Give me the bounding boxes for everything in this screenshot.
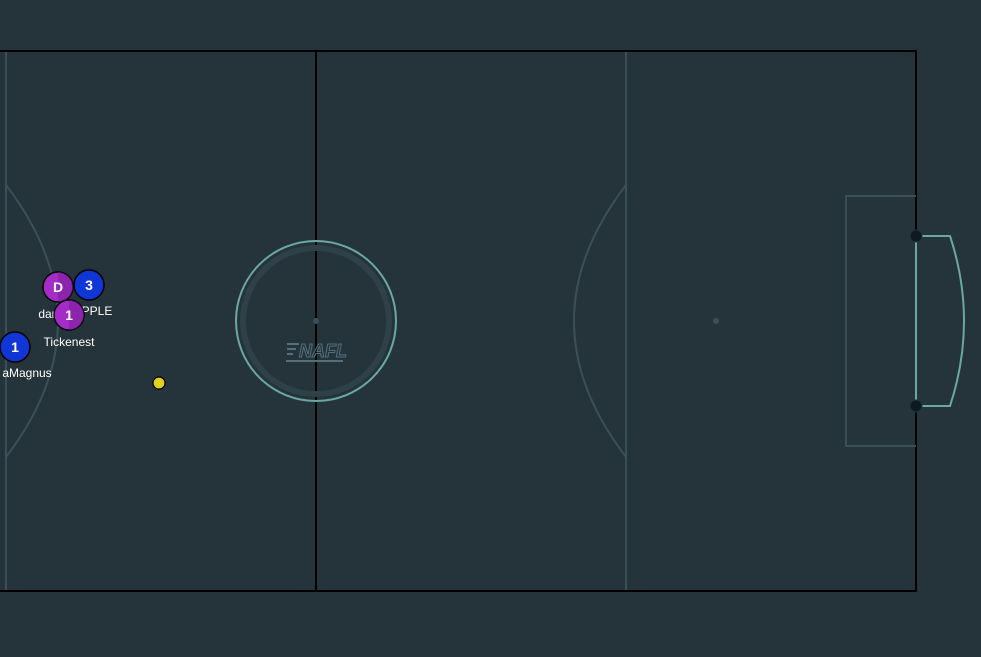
right-arc	[573, 184, 627, 458]
right-spot	[713, 318, 719, 324]
goal-post-bottom	[909, 399, 923, 413]
player-token-p-apple[interactable]: 3	[73, 269, 105, 301]
league-logo: NAFL	[286, 341, 348, 362]
player-token-p-tickenest[interactable]: 1	[53, 299, 85, 331]
player-token-p-d[interactable]: D	[42, 271, 74, 303]
center-circle-inner	[240, 245, 392, 397]
center-spot	[313, 318, 319, 324]
player-number-p-apple: 3	[85, 277, 93, 293]
goal-net	[916, 235, 965, 407]
logo-text: NAFL	[299, 341, 347, 361]
goal-post-top	[909, 229, 923, 243]
player-token-p-magnus[interactable]: 1	[0, 331, 31, 363]
penalty-box	[845, 195, 916, 447]
player-label-p-tickenest: Tickenest	[44, 335, 96, 349]
player-number-p-tickenest: 1	[65, 307, 73, 323]
player-label-p-d: dar	[38, 307, 55, 321]
player-label-p-magnus: aMagnus	[2, 366, 51, 380]
player-number-p-d: D	[53, 279, 63, 295]
player-number-p-magnus: 1	[11, 339, 19, 355]
center-circle	[235, 240, 397, 402]
player-label-p-apple: PPLE	[82, 304, 113, 318]
ball	[152, 376, 166, 390]
